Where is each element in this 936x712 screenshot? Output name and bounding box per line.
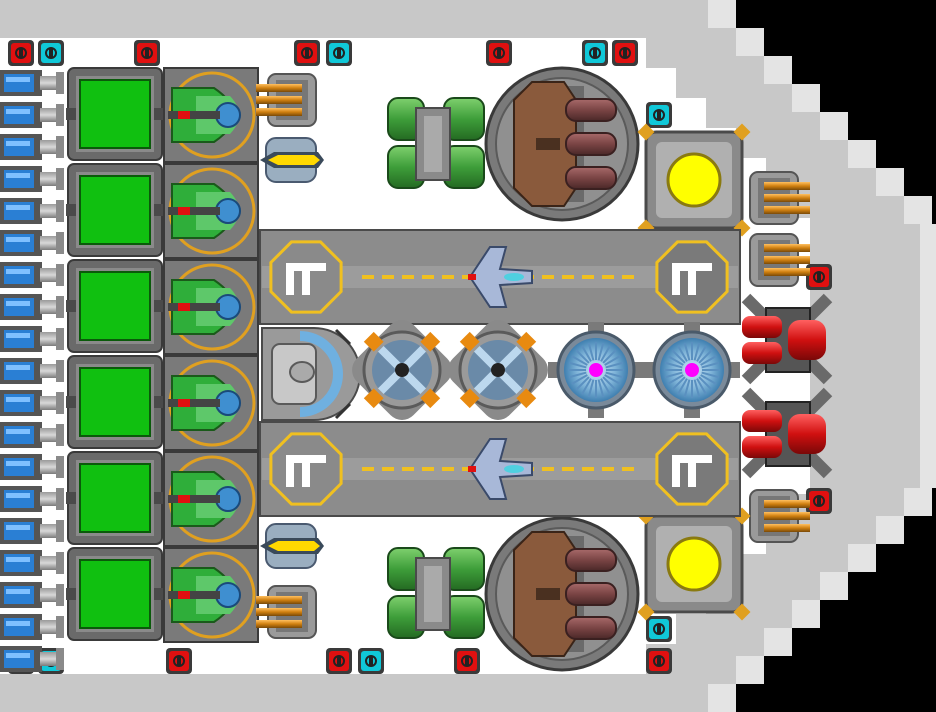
cargo-block-icon[interactable] <box>66 355 164 449</box>
orange-autocannon-icon[interactable] <box>749 171 810 225</box>
cargo-block-icon[interactable] <box>66 451 164 545</box>
battery-cell-icon[interactable] <box>0 358 64 384</box>
battery-cell-icon[interactable] <box>0 70 64 96</box>
yellow-reactor-core-icon[interactable] <box>637 507 751 621</box>
battery-cell-icon[interactable] <box>0 614 64 640</box>
red-blaster-turret-icon[interactable] <box>741 293 833 385</box>
battery-cell-icon[interactable] <box>0 230 64 256</box>
shield-emitter-icon[interactable] <box>441 313 554 426</box>
yellow-missile-launcher-icon[interactable] <box>260 137 324 183</box>
gravity-core-icon[interactable] <box>548 322 644 418</box>
battery-cell-icon[interactable] <box>0 198 64 224</box>
landing-pad-icon[interactable] <box>269 240 343 314</box>
shield-node-icon[interactable] <box>326 40 352 66</box>
orange-autocannon-icon[interactable] <box>749 489 810 543</box>
power-node-icon[interactable] <box>486 40 512 66</box>
shield-node-icon[interactable] <box>646 616 672 642</box>
shield-node-icon[interactable] <box>646 102 672 128</box>
shield-node-icon[interactable] <box>358 648 384 674</box>
power-node-icon[interactable] <box>646 648 672 674</box>
orange-autocannon-icon[interactable] <box>256 585 317 639</box>
yellow-missile-launcher-icon[interactable] <box>260 523 324 569</box>
orange-autocannon-icon[interactable] <box>749 233 810 287</box>
green-laser-turret-icon[interactable] <box>163 355 259 451</box>
cargo-block-icon[interactable] <box>66 67 164 161</box>
battery-cell-icon[interactable] <box>0 486 64 512</box>
battery-cell-icon[interactable] <box>0 550 64 576</box>
power-node-icon[interactable] <box>806 488 832 514</box>
hangar-runway-icon[interactable] <box>259 229 741 325</box>
shield-emitter-icon[interactable] <box>345 313 458 426</box>
green-laser-turret-icon[interactable] <box>163 67 259 163</box>
orange-autocannon-icon[interactable] <box>256 73 317 127</box>
green-thruster-pack-icon[interactable] <box>387 547 485 639</box>
power-node-icon[interactable] <box>166 648 192 674</box>
battery-cell-icon[interactable] <box>0 294 64 320</box>
green-thruster-pack-icon[interactable] <box>387 97 485 189</box>
power-node-icon[interactable] <box>806 264 832 290</box>
shield-node-icon[interactable] <box>582 40 608 66</box>
battery-cell-icon[interactable] <box>0 646 64 672</box>
green-laser-turret-icon[interactable] <box>163 547 259 643</box>
green-laser-turret-icon[interactable] <box>163 163 259 259</box>
cargo-block-icon[interactable] <box>66 547 164 641</box>
green-laser-turret-icon[interactable] <box>163 451 259 547</box>
heavy-artillery-turret-icon[interactable] <box>484 516 640 672</box>
landing-pad-icon[interactable] <box>655 432 729 506</box>
landing-pad-icon[interactable] <box>269 432 343 506</box>
battery-cell-icon[interactable] <box>0 422 64 448</box>
battery-cell-icon[interactable] <box>0 134 64 160</box>
docked-fighter-icon[interactable] <box>468 246 533 308</box>
power-node-icon[interactable] <box>326 648 352 674</box>
gravity-core-icon[interactable] <box>644 322 740 418</box>
battery-cell-icon[interactable] <box>0 166 64 192</box>
battery-cell-icon[interactable] <box>0 262 64 288</box>
battery-cell-icon[interactable] <box>0 518 64 544</box>
power-node-icon[interactable] <box>294 40 320 66</box>
battery-cell-icon[interactable] <box>0 102 64 128</box>
heavy-artillery-turret-icon[interactable] <box>484 66 640 222</box>
landing-pad-icon[interactable] <box>655 240 729 314</box>
power-node-icon[interactable] <box>134 40 160 66</box>
cargo-block-icon[interactable] <box>66 259 164 353</box>
shield-node-icon[interactable] <box>38 40 64 66</box>
battery-cell-icon[interactable] <box>0 454 64 480</box>
battery-cell-icon[interactable] <box>0 326 64 352</box>
battery-cell-icon[interactable] <box>0 582 64 608</box>
green-laser-turret-icon[interactable] <box>163 259 259 355</box>
power-node-icon[interactable] <box>8 40 34 66</box>
red-blaster-turret-icon[interactable] <box>741 387 833 479</box>
battery-cell-icon[interactable] <box>0 390 64 416</box>
yellow-reactor-core-icon[interactable] <box>637 123 751 237</box>
power-node-icon[interactable] <box>612 40 638 66</box>
docked-fighter-icon[interactable] <box>468 438 533 500</box>
power-node-icon[interactable] <box>454 648 480 674</box>
cargo-block-icon[interactable] <box>66 163 164 257</box>
command-dome-icon[interactable] <box>261 327 361 421</box>
hangar-runway-icon[interactable] <box>259 421 741 517</box>
